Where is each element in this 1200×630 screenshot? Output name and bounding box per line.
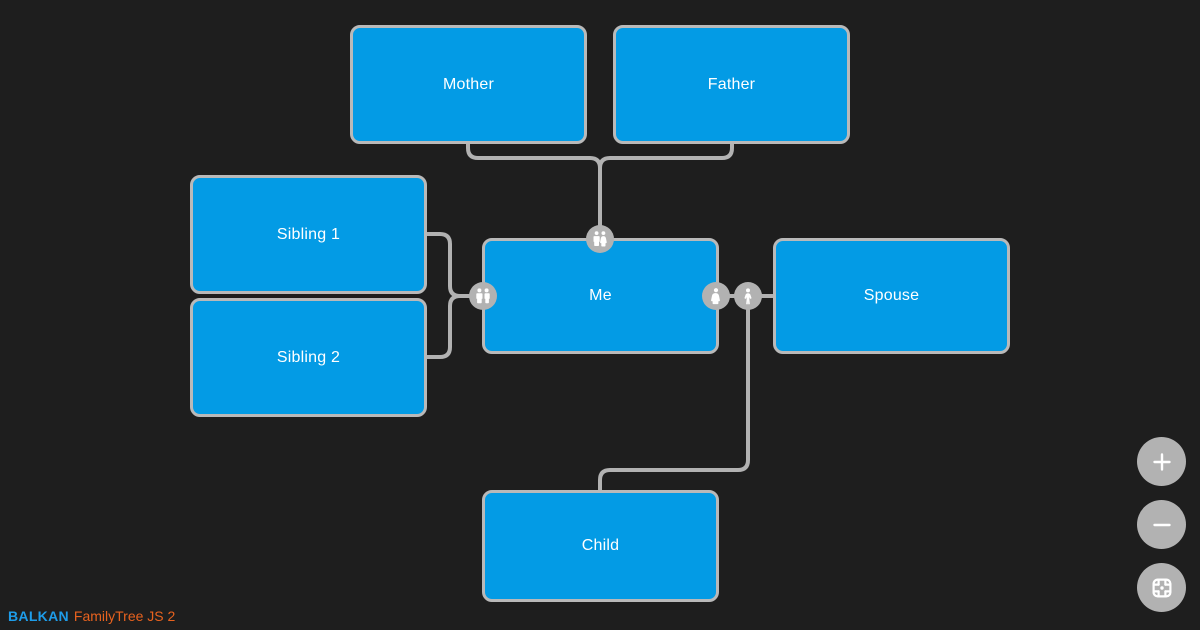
couple-icon [591,230,609,248]
minus-icon [1149,512,1175,538]
watermark-brand: BALKAN [8,608,69,624]
node-me-label: Me [589,287,612,304]
node-father-label: Father [707,75,756,93]
node-father[interactable]: Father [613,25,850,144]
child-icon [739,287,757,305]
node-mother[interactable]: Mother [350,25,587,144]
add-parents-button[interactable] [586,225,614,253]
node-spouse-label: Spouse [863,287,920,304]
siblings-icon [474,287,492,305]
watermark-product: FamilyTree JS 2 [73,608,176,624]
node-child[interactable]: Child [482,490,719,602]
link-mother-to-me [466,142,602,241]
zoom-out-button[interactable] [1137,500,1186,549]
node-sibling-1-label: Sibling 1 [276,225,341,243]
plus-icon [1149,449,1175,475]
node-spouse[interactable]: Spouse [773,238,1010,354]
node-sibling-1[interactable]: Sibling 1 [190,175,427,294]
partner-icon [707,287,725,305]
node-child-label: Child [581,537,620,554]
link-sibling1-to-me [425,232,473,298]
link-father-to-me [598,142,734,241]
link-sibling2-to-me [425,294,473,359]
zoom-in-button[interactable] [1137,437,1186,486]
zoom-controls [1137,437,1186,612]
add-child-button[interactable] [734,282,762,310]
fit-to-screen-button[interactable] [1137,563,1186,612]
node-sibling-2-label: Sibling 2 [276,348,341,366]
add-siblings-button[interactable] [469,282,497,310]
link-me-to-child [598,308,750,492]
add-partner-button[interactable] [702,282,730,310]
node-mother-label: Mother [443,75,494,93]
fit-icon [1150,576,1174,600]
node-sibling-2[interactable]: Sibling 2 [190,298,427,417]
node-me[interactable]: Me [482,238,719,354]
